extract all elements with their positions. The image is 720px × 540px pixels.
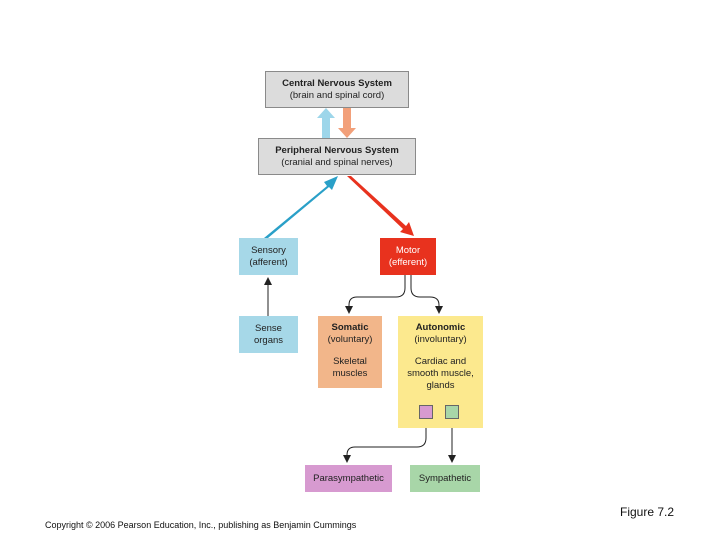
arrow-pns-to-cns [317, 108, 335, 138]
sense-organs-line2: organs [253, 334, 284, 346]
pns-title: Peripheral Nervous System [275, 144, 399, 156]
sympathetic-swatch [445, 405, 459, 419]
motor-subtitle: (efferent) [388, 256, 428, 268]
somatic-box: Somatic (voluntary) Skeletal muscles [318, 316, 382, 388]
sympathetic-label: Sympathetic [418, 472, 472, 484]
autonomic-target-line3: glands [426, 380, 455, 391]
copyright-notice: Copyright © 2006 Pearson Education, Inc.… [45, 520, 357, 530]
arrow-autonomic-to-parasympathetic [343, 419, 427, 463]
arrow-motor-to-autonomic [410, 275, 443, 314]
autonomic-target-line1: Cardiac and [414, 356, 467, 367]
cns-subtitle: (brain and spinal cord) [289, 89, 385, 101]
pns-subtitle: (cranial and spinal nerves) [281, 156, 393, 168]
autonomic-title: Autonomic [415, 322, 466, 333]
somatic-title: Somatic [331, 322, 369, 333]
autonomic-box: Autonomic (involuntary) Cardiac and smoo… [398, 316, 483, 428]
somatic-target-line2: muscles [332, 368, 368, 379]
figure-label: Figure 7.2 [620, 505, 675, 519]
arrow-cns-to-pns [338, 108, 356, 138]
arrow-motor-to-somatic [345, 275, 406, 314]
cns-box: Central Nervous System (brain and spinal… [265, 71, 409, 108]
somatic-target-line1: Skeletal [333, 356, 367, 367]
autonomic-target-line2: smooth muscle, [407, 368, 474, 379]
sensory-subtitle: (afferent) [249, 256, 288, 268]
parasympathetic-box: Parasympathetic [305, 465, 392, 492]
sense-organs-line1: Sense [255, 322, 282, 334]
parasympathetic-label: Parasympathetic [313, 472, 384, 484]
arrow-pns-to-motor [347, 176, 414, 236]
parasympathetic-swatch [419, 405, 433, 419]
sense-organs-box: Sense organs [239, 316, 298, 353]
pns-box: Peripheral Nervous System (cranial and s… [258, 138, 416, 175]
arrow-sensory-to-pns [264, 176, 338, 238]
cns-title: Central Nervous System [282, 77, 392, 89]
somatic-subtitle: (voluntary) [327, 334, 373, 345]
sensory-box: Sensory (afferent) [239, 238, 298, 275]
autonomic-subtitle: (involuntary) [414, 334, 467, 345]
motor-box: Motor (efferent) [380, 238, 436, 275]
sympathetic-box: Sympathetic [410, 465, 480, 492]
motor-title: Motor [395, 244, 421, 256]
sensory-title: Sensory [251, 244, 286, 256]
